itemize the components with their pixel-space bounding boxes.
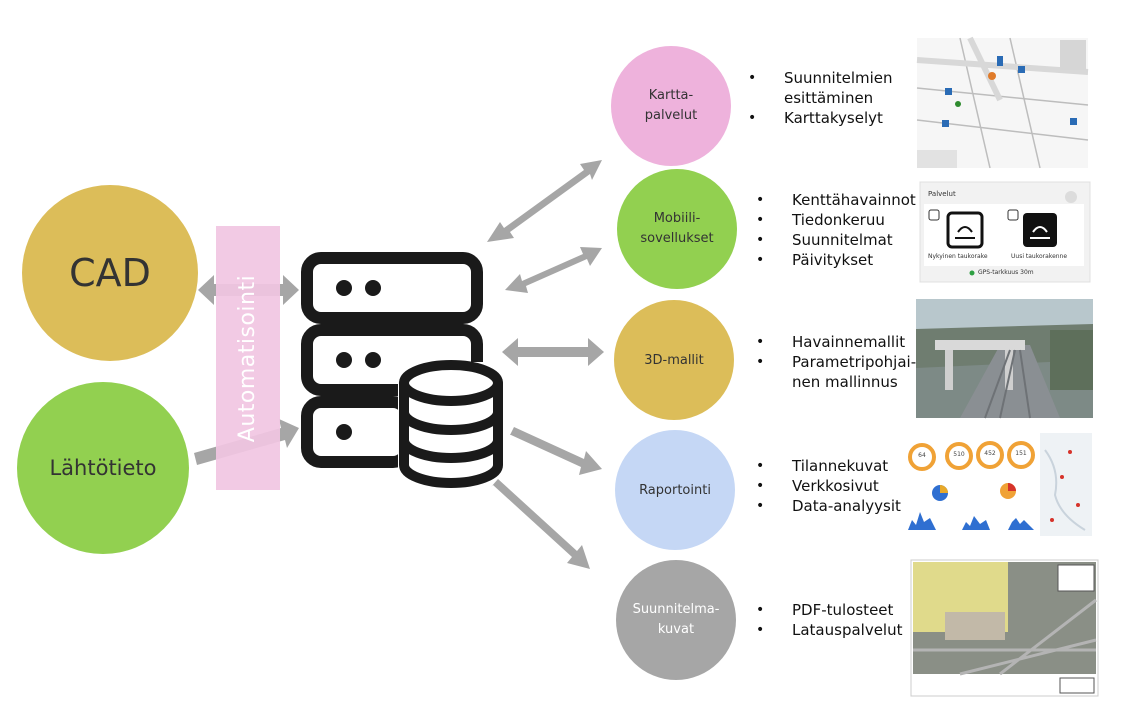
list-item: • Suunnitelmat <box>756 230 917 250</box>
report-kpi: 510 <box>953 451 965 458</box>
report-kpi: 151 <box>1015 450 1027 457</box>
mobiili-bullets: • Kenttähavainnot • Tiedonkeruu • Suunnitel… <box>756 190 917 270</box>
lahtotieto-label: Lähtötieto <box>49 456 157 480</box>
list-item: • Parametripohjai- nen mallinnus <box>756 352 917 392</box>
report-dashboard-thumbnail <box>906 432 1093 537</box>
raportointi-bullets: • Tilannekuvat • Verkkosivut • Data-analyys… <box>756 456 902 516</box>
bullet-text: Karttakyselyt <box>784 109 883 127</box>
karttapalvelut-circle <box>611 46 731 166</box>
bullet-text: Latauspalvelut <box>792 621 903 639</box>
list-item: • Kenttähavainnot <box>756 190 917 210</box>
arrow-suunnitelmakuvat <box>491 479 590 569</box>
bullet-text: Tiedonkeruu <box>792 211 885 229</box>
3d-mallit-circle <box>614 300 734 420</box>
report-kpi: 64 <box>918 452 926 459</box>
bullet-text: Data-analyysit <box>792 497 901 515</box>
bullet-dot: • <box>756 354 765 370</box>
bullet-text: Suunnitelmat <box>792 231 893 249</box>
mobile-app-card1: Nykyinen taukorake <box>928 253 988 260</box>
list-item: • Data-analyysit <box>756 496 902 516</box>
raportointi-label: Raportointi <box>639 482 711 498</box>
bullet-dot: • <box>756 602 765 618</box>
bullet-dot: • <box>756 498 765 514</box>
karttapalvelut-bullets: • Suunnitelmien esittäminen • Karttakysely… <box>748 68 904 128</box>
mobiilisovellukset-circle <box>617 169 737 289</box>
3d-bullets: • Havainnemallit • Parametripohjai- nen ma… <box>756 332 917 392</box>
list-item: • PDF-tulosteet <box>756 600 902 620</box>
bullet-text: Havainnemallit <box>792 333 906 351</box>
mobile-app-thumbnail <box>919 181 1091 283</box>
database-server-icon <box>301 252 504 488</box>
cad-label: CAD <box>69 251 151 295</box>
list-item: • Karttakyselyt <box>748 108 904 128</box>
bullet-dot: • <box>756 478 765 494</box>
cad-circle <box>22 185 198 361</box>
suunnitelmakuvat-label: Suunnitelma- kuvat <box>632 602 720 637</box>
bullet-text: Päivitykset <box>792 251 874 269</box>
bullet-text: Suunnitelmien esittäminen <box>784 69 893 107</box>
bullet-text: Tilannekuvat <box>792 457 889 475</box>
bullet-text: Kenttähavainnot <box>792 191 916 209</box>
list-item: • Tiedonkeruu <box>756 210 917 230</box>
bullet-dot: • <box>756 458 765 474</box>
bullet-dot: • <box>756 192 765 208</box>
arrow-karttapalvelut <box>487 160 602 242</box>
bullet-dot: • <box>756 334 765 350</box>
arrow-mobiili <box>505 247 602 293</box>
list-item: • Latauspalvelut <box>756 620 903 640</box>
bullet-dot: • <box>756 622 765 638</box>
list-item: • Päivitykset <box>756 250 917 270</box>
automation-band <box>216 226 280 490</box>
bullet-text: Verkkosivut <box>792 477 879 495</box>
suunnitelmakuvat-circle <box>616 560 736 680</box>
arrow-raportointi <box>510 427 602 475</box>
raportointi-circle <box>615 430 735 550</box>
arrow-3d <box>502 338 604 366</box>
automation-label-box: Automatisointi <box>216 226 280 490</box>
suunnitelmakuvat-bullets: • PDF-tulosteet • Latauspalvelut <box>756 600 903 640</box>
bullet-text: Parametripohjai- nen mallinnus <box>792 353 917 391</box>
map-thumbnail <box>916 36 1089 169</box>
list-item: • Tilannekuvat <box>756 456 902 476</box>
automation-label: Automatisointi <box>235 274 261 442</box>
list-item: • Verkkosivut <box>756 476 902 496</box>
3d-model-thumbnail <box>916 299 1093 419</box>
plan-drawing-thumbnail <box>910 559 1099 697</box>
3d-mallit-label: 3D-mallit <box>644 352 704 368</box>
mobiilisovellukset-label: Mobiili- sovellukset <box>640 211 714 246</box>
bullet-text: PDF-tulosteet <box>792 601 894 619</box>
list-item: • Havainnemallit <box>756 332 917 352</box>
bullet-dot: • <box>756 252 765 268</box>
mobile-app-header: Palvelut <box>928 190 956 198</box>
mobile-app-card2: Uusi taukorakenne <box>1011 253 1068 260</box>
bullet-dot: • <box>748 70 757 86</box>
karttapalvelut-label: Kartta- palvelut <box>644 88 698 123</box>
list-item: • Suunnitelmien esittäminen <box>748 68 904 108</box>
bullet-dot: • <box>748 110 757 126</box>
report-kpi: 452 <box>984 450 996 457</box>
bullet-dot: • <box>756 212 765 228</box>
bullet-dot: • <box>756 232 765 248</box>
mobile-app-status: GPS-tarkkuus 30m <box>978 269 1034 276</box>
lahtotieto-circle <box>17 382 189 554</box>
